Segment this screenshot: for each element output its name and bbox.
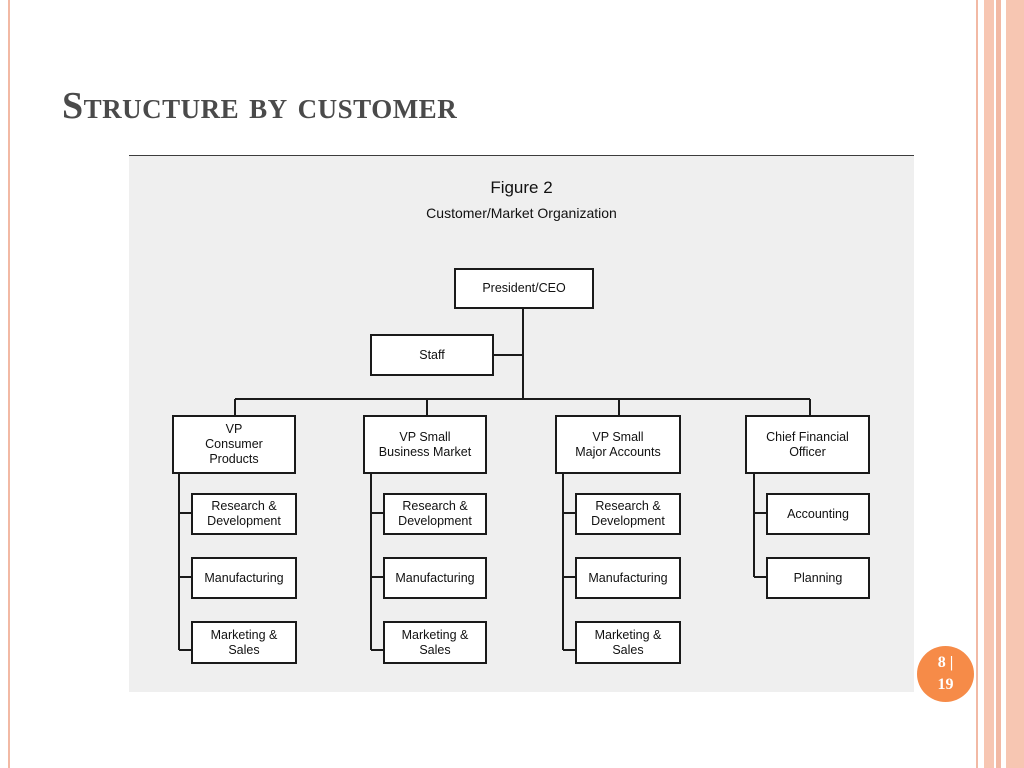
page-total: 19 bbox=[937, 676, 954, 693]
org-node-unit: Manufacturing bbox=[383, 557, 487, 599]
org-node-vp-consumer-products: VP Consumer Products bbox=[172, 415, 296, 474]
figure-subtitle: Customer/Market Organization bbox=[426, 205, 617, 221]
org-chart-connectors bbox=[178, 308, 811, 651]
org-node-vp-small-major-accounts: VP Small Major Accounts bbox=[555, 415, 681, 474]
slide-frame-right bbox=[984, 0, 994, 768]
org-node-unit: Marketing & Sales bbox=[575, 621, 681, 664]
org-chart-figure: Figure 2 Customer/Market Organization bbox=[129, 155, 914, 692]
org-node-unit: Planning bbox=[766, 557, 870, 599]
org-node-vp-small-business-market: VP Small Business Market bbox=[363, 415, 487, 474]
page-current: 8 | bbox=[937, 654, 954, 671]
org-node-chief-financial-officer: Chief Financial Officer bbox=[745, 415, 870, 474]
org-node-unit: Research & Development bbox=[383, 493, 487, 535]
org-node-unit: Research & Development bbox=[575, 493, 681, 535]
org-node-unit: Manufacturing bbox=[191, 557, 297, 599]
org-node-unit: Accounting bbox=[766, 493, 870, 535]
slide-frame-right bbox=[976, 0, 978, 768]
org-node-president: President/CEO bbox=[454, 268, 594, 309]
slide-title: Structure by customer bbox=[62, 85, 458, 127]
slide-frame-right bbox=[996, 0, 1001, 768]
slide-frame-right bbox=[1006, 0, 1024, 768]
figure-title: Figure 2 bbox=[490, 178, 553, 197]
org-node-unit: Research & Development bbox=[191, 493, 297, 535]
page-number-badge: 8 | 19 bbox=[917, 646, 974, 702]
org-node-unit: Manufacturing bbox=[575, 557, 681, 599]
org-node-unit: Marketing & Sales bbox=[191, 621, 297, 664]
org-node-unit: Marketing & Sales bbox=[383, 621, 487, 664]
slide-frame-left bbox=[0, 0, 10, 768]
org-node-staff: Staff bbox=[370, 334, 494, 376]
